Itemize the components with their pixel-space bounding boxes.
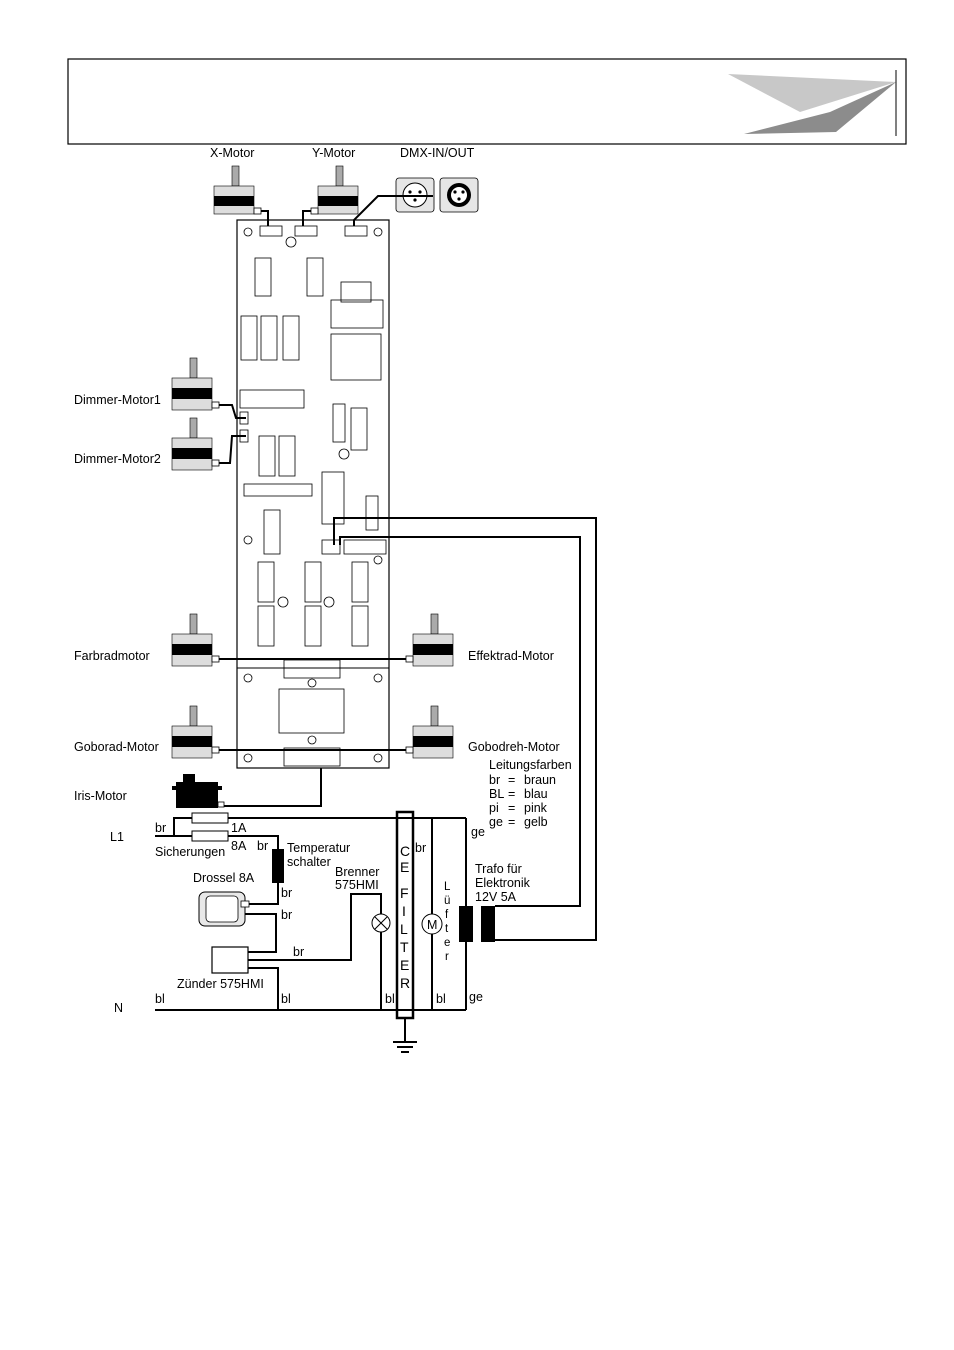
fan-letter: r xyxy=(445,951,449,963)
farbradmotor-label: Farbradmotor xyxy=(74,649,150,663)
filter-letter: F xyxy=(400,885,409,901)
legend-code: ge xyxy=(489,815,503,829)
filter-letter: R xyxy=(400,975,410,991)
gobodreh-motor-icon xyxy=(405,705,454,759)
l1-label: L1 xyxy=(110,830,124,844)
wire-tag: br xyxy=(281,886,292,900)
burner-label: Brenner xyxy=(335,865,379,879)
dmx-label: DMX-IN/OUT xyxy=(400,146,475,160)
fan-motor-symbol: M xyxy=(427,918,437,932)
n-label: N xyxy=(114,1001,123,1015)
y-motor-label: Y-Motor xyxy=(312,146,355,160)
legend-eq: = xyxy=(508,787,515,801)
legend-code: br xyxy=(489,773,500,787)
filter-letter: E xyxy=(400,957,409,973)
fan-label: L ü f t e r xyxy=(444,881,451,963)
temp-switch-label-2: schalter xyxy=(287,855,331,869)
filter-letter: T xyxy=(400,939,409,955)
dimmer-motor2-icon xyxy=(171,417,220,471)
wire-tag: ge xyxy=(471,825,485,839)
filter-letter: I xyxy=(402,903,406,919)
x-motor-icon xyxy=(213,165,262,215)
legend-name: blau xyxy=(524,787,548,801)
fan-letter: L xyxy=(444,881,451,893)
temp-switch-label: Temperatur xyxy=(287,841,350,855)
dimmer-motor2-label: Dimmer-Motor2 xyxy=(74,452,161,466)
ce-filter-label: C E F I L T E R xyxy=(400,843,410,991)
dimmer-motor1-icon xyxy=(171,357,220,411)
wire-tag: br xyxy=(415,841,426,855)
legend-eq: = xyxy=(508,801,515,815)
effektrad-motor-icon xyxy=(405,613,454,667)
goborad-motor-label: Goborad-Motor xyxy=(74,740,159,754)
choke-label: Drossel 8A xyxy=(193,871,255,885)
wire-tag: br xyxy=(257,839,268,853)
trafo-label-3: 12V 5A xyxy=(475,890,517,904)
wire-tag: br xyxy=(281,908,292,922)
farbradmotor-icon xyxy=(171,613,220,667)
effektrad-motor-label: Effektrad-Motor xyxy=(468,649,554,663)
control-pcb xyxy=(236,219,390,769)
header-box xyxy=(67,58,907,145)
wire-tag: bl xyxy=(155,992,165,1006)
legend-code: pi xyxy=(489,801,499,815)
legend-code: BL xyxy=(489,787,504,801)
burner-label-2: 575HMI xyxy=(335,878,379,892)
y-motor-icon xyxy=(310,165,359,215)
wire-tag: bl xyxy=(385,992,395,1006)
legend-title: Leitungsfarben xyxy=(489,758,572,772)
wire-tag: br xyxy=(293,945,304,959)
wire-tag: br xyxy=(155,821,166,835)
iris-servo-icon xyxy=(172,774,225,808)
wire-tag: bl xyxy=(281,992,291,1006)
legend-name: gelb xyxy=(524,815,548,829)
legend-name: braun xyxy=(524,773,556,787)
iris-motor-label: Iris-Motor xyxy=(74,789,127,803)
legend-eq: = xyxy=(508,815,515,829)
goborad-motor-icon xyxy=(171,705,220,759)
fan-letter: e xyxy=(444,937,450,949)
filter-letter: L xyxy=(400,921,408,937)
wire-tag: bl xyxy=(436,992,446,1006)
trafo-label: Trafo für xyxy=(475,862,522,876)
fan-letter: f xyxy=(445,909,449,921)
dimmer-motor1-label: Dimmer-Motor1 xyxy=(74,393,161,407)
fan-letter: ü xyxy=(444,895,450,907)
fan-letter: t xyxy=(445,923,449,935)
wire-tag: ge xyxy=(469,990,483,1004)
motor-wiring xyxy=(219,195,597,941)
wire-color-legend: Leitungsfarben br = braun BL = blau pi =… xyxy=(489,758,572,829)
legend-eq: = xyxy=(508,773,515,787)
legend-name: pink xyxy=(524,801,548,815)
fuse-1a-label: 1A xyxy=(231,821,247,835)
company-logo xyxy=(728,70,897,136)
fuse-8a-label: 8A xyxy=(231,839,247,853)
x-motor-label: X-Motor xyxy=(210,146,254,160)
fuses-label: Sicherungen xyxy=(155,845,225,859)
power-wiring xyxy=(155,810,495,1053)
gobodreh-motor-label: Gobodreh-Motor xyxy=(468,740,560,754)
trafo-label-2: Elektronik xyxy=(475,876,531,890)
filter-letter: E xyxy=(400,859,409,875)
igniter-label: Zünder 575HMI xyxy=(177,977,264,991)
filter-letter: C xyxy=(400,843,410,859)
